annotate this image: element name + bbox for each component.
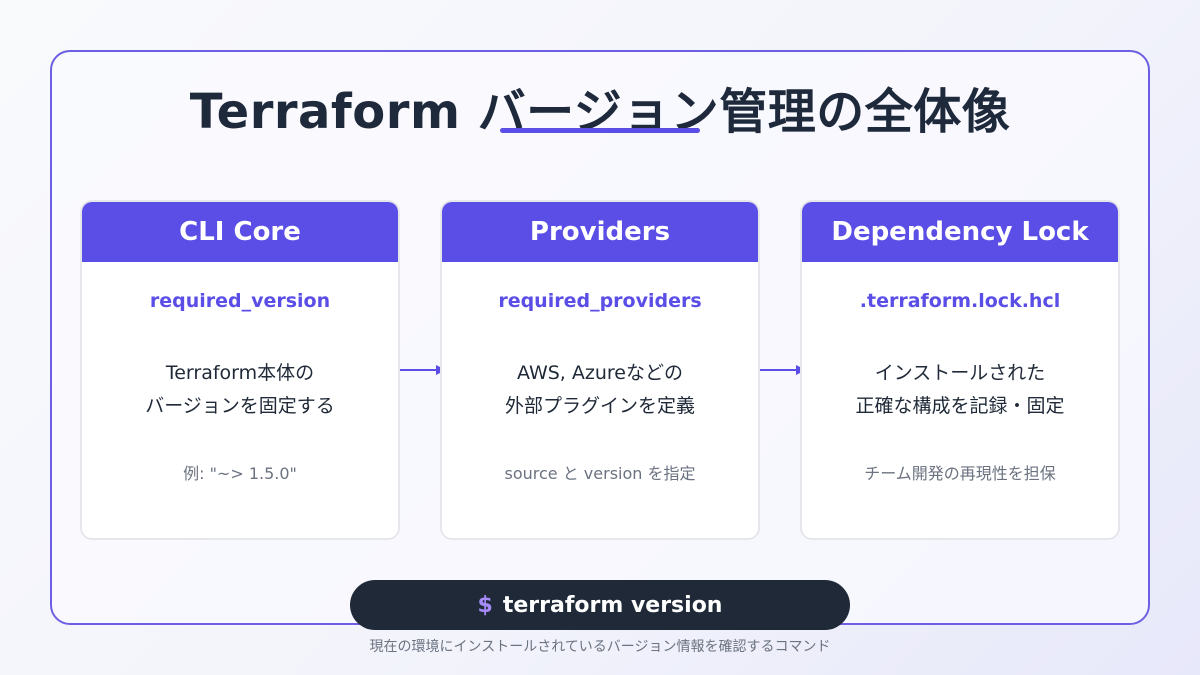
title-underline: [500, 128, 700, 133]
card-header: CLI Core: [82, 202, 398, 262]
card-description: Terraform本体の バージョンを固定する: [82, 357, 398, 423]
card-key: required_providers: [498, 290, 702, 312]
card-header: Dependency Lock: [802, 202, 1118, 262]
command-text: terraform version: [502, 592, 723, 618]
card-description: インストールされた 正確な構成を記録・固定: [802, 357, 1118, 423]
card-description: AWS, Azureなどの 外部プラグインを定義: [442, 357, 758, 423]
card-key: .terraform.lock.hcl: [859, 290, 1061, 312]
card-description-line: バージョンを固定する: [145, 395, 335, 417]
command-pill: $ terraform version: [350, 580, 850, 630]
card-description-line: AWS, Azureなどの: [517, 362, 683, 384]
card-header: Providers: [442, 202, 758, 262]
card-note: source と version を指定: [504, 464, 696, 483]
card-description-line: 正確な構成を記録・固定: [855, 395, 1065, 417]
card-description-line: 外部プラグインを定義: [504, 395, 695, 417]
card-cli-core: CLI Core required_version Terraform本体の バ…: [80, 200, 400, 540]
card-dependency-lock: Dependency Lock .terraform.lock.hcl インスト…: [800, 200, 1120, 540]
card-key: required_version: [149, 290, 331, 312]
card-note: 例: "~> 1.5.0": [183, 464, 297, 483]
command-caption: 現在の環境にインストールされているバージョン情報を確認するコマンド: [369, 639, 831, 655]
card-description-line: Terraform本体の: [165, 362, 315, 384]
card-description-line: インストールされた: [874, 362, 1046, 384]
prompt-symbol: $: [477, 592, 493, 618]
card-providers: Providers required_providers AWS, Azureな…: [440, 200, 760, 540]
card-note: チーム開発の再現性を担保: [864, 464, 1056, 483]
